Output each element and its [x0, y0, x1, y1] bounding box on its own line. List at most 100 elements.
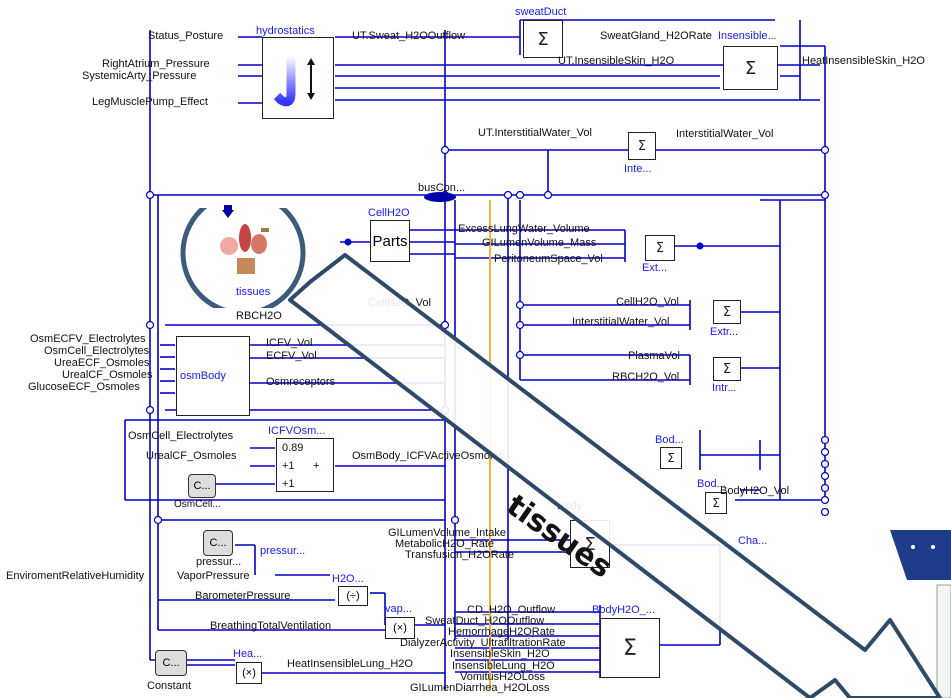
label-hemorrhage: HemorrhageH2ORate	[448, 626, 555, 638]
label-barometer: BarometerPressure	[195, 590, 291, 602]
label-cellh2o-vol2: CellH2O_Vol	[616, 296, 679, 308]
extr-sum-block[interactable]: Σ	[713, 300, 741, 324]
label-ut-sweat: UT.Sweat_H2OOutflow	[352, 30, 466, 42]
label-gilumen-intake: GILumenVolume_Intake	[388, 527, 507, 539]
label-osmbody-icfv: OsmBody_ICFVActiveOsmoles	[352, 450, 505, 462]
label-leg-muscle: LegMusclePump_Effect	[92, 96, 208, 108]
label-systemic-arty: SystemicArty_Pressure	[82, 70, 197, 82]
parts-block[interactable]: Parts	[370, 220, 410, 262]
bodyh2o-title: BodyH2O_...	[592, 604, 655, 616]
hydrostatics-title: hydrostatics	[256, 25, 315, 37]
bod2-sum-block[interactable]: Σ	[705, 492, 727, 514]
label-status-posture: Status_Posture	[148, 30, 224, 42]
label-urea-ecf: UreaECF_Osmoles	[54, 357, 150, 369]
label-ut-interstitial: UT.InterstitialWater_Vol	[478, 127, 592, 139]
label-osmcell-short: OsmCell...	[174, 499, 221, 510]
vap-block[interactable]: (×)	[385, 617, 415, 639]
cha-title: Cha...	[738, 535, 768, 547]
label-transf: Transfusion_H2ORate	[405, 549, 515, 561]
label-osmreceptors: Osmreceptors	[266, 376, 336, 388]
h2o-block[interactable]: (÷)	[338, 586, 368, 606]
label-rbch2o-vol: RBCH2O_Vol	[612, 371, 680, 383]
label-interstitial2: InterstitialWater_Vol	[572, 316, 670, 328]
constant-block-3[interactable]: C...	[155, 650, 187, 676]
bod1-sum-block[interactable]: Σ	[660, 447, 682, 469]
label-osm-cell: OsmCell_Electrolytes	[44, 345, 150, 357]
label-icfv-vol: ICFV_Vol	[266, 337, 313, 349]
constant-block-2[interactable]: C...	[203, 530, 233, 556]
label-dialyzer: DialyzerActivity_UltrafiltrationRate	[400, 637, 566, 649]
bod1-title: Bod...	[655, 434, 684, 446]
icfvosm-title: ICFVOsm...	[268, 425, 326, 437]
label-sweatduct-out: SweatDuct_H2OOutflow	[425, 615, 545, 627]
sweatduct-sum-block[interactable]: Σ	[523, 20, 563, 58]
label-ecfv-vol: ECFV_Vol	[266, 350, 317, 362]
label-gilumen-diarrhea: GILumenDiarrhea_H2OLoss	[410, 682, 550, 694]
label-plus1: +1	[282, 460, 295, 472]
label-urea-icf2: UrealCF_Osmoles	[146, 450, 237, 462]
label-heat-lung: HeatInsensibleLung_H2O	[287, 658, 413, 670]
vap-title: vap...	[385, 603, 412, 615]
label-metab: MetabolicH2O_Rate	[395, 538, 495, 550]
label-constant: Constant	[147, 680, 192, 692]
pressur-label: pressur...	[196, 556, 242, 568]
label-vomitus: VomitusH2OLoss	[460, 671, 545, 683]
label-gilumen: GILumenVolume_Mass	[482, 237, 597, 249]
label-gain: 0.89	[282, 442, 304, 454]
label-ut-insensible: UT.InsensibleSkin_H2O	[558, 55, 675, 67]
label-sweatgland: SweatGland_H2ORate	[600, 30, 712, 42]
cellh2o-title: CellH2O	[368, 207, 410, 219]
sweatduct-title: sweatDuct	[515, 6, 567, 18]
outflow-sum-block[interactable]: Σ	[600, 618, 660, 678]
label-vapor-pressure: VaporPressure	[177, 570, 250, 582]
label-right-atrium: RightAtrium_Pressure	[102, 58, 210, 70]
buscon-title: busCon...	[418, 182, 466, 194]
label-plus2: +1	[282, 478, 295, 490]
insensible-sum-block[interactable]: Σ	[723, 46, 778, 90]
label-glucose-ecf: GlucoseECF_Osmoles	[28, 381, 140, 393]
extr-title: Extr...	[710, 326, 739, 338]
icfvosm-block[interactable]	[276, 438, 334, 492]
label-insensible-lung2: InsensibleLung_H2O	[452, 660, 555, 672]
label-envir-humidity: EnviromentRelativeHumidity	[6, 570, 145, 582]
pressur-title: pressur...	[260, 545, 306, 557]
label-interstitial-vol: InterstitialWater_Vol	[676, 128, 774, 140]
label-plus-sign: +	[313, 460, 320, 472]
osmbody-block[interactable]	[176, 336, 250, 416]
insensible-title: Insensible...	[718, 30, 777, 42]
ext-sum-block[interactable]: Σ	[645, 235, 675, 261]
constant-1-label: C...	[193, 480, 211, 492]
inte-sum-block[interactable]: Σ	[628, 132, 656, 160]
label-osm-ecfv: OsmECFV_Electrolytes	[30, 333, 146, 345]
partial-edge-icon	[890, 530, 951, 698]
tissues-small-label: tissues	[236, 286, 271, 298]
intr-sum-block[interactable]: Σ	[713, 357, 741, 381]
hea-block[interactable]: (×)	[236, 662, 262, 684]
label-insensible-skin2: InsensibleSkin_H2O	[450, 648, 550, 660]
label-plasma-vol: PlasmaVol	[628, 350, 680, 362]
hydrostatics-icon	[273, 56, 315, 107]
inte-title: Inte...	[624, 163, 652, 175]
label-rbch2o: RBCH2O	[236, 310, 282, 322]
label-urea-icf: UrealCF_Osmoles	[62, 369, 153, 381]
hea-title: Hea...	[233, 648, 263, 660]
label-heat-insensible-skin: HeatInsensibleSkin_H2O	[802, 55, 925, 67]
label-cd-h2o: CD_H2O_Outflow	[467, 604, 556, 616]
intr-title: Intr...	[712, 382, 737, 394]
label-breathing: BreathingTotalVentilation	[210, 620, 332, 632]
osmbody-title: osmBody	[180, 370, 226, 382]
ext-title: Ext...	[642, 262, 668, 274]
constant-3-label: C...	[162, 657, 180, 669]
label-bodyh2o-vol: BodyH2O_Vol	[720, 485, 790, 497]
hydrostatics-block[interactable]	[262, 37, 334, 119]
tissues-icon	[180, 208, 306, 308]
h2o-title: H2O...	[332, 573, 364, 585]
label-excess-lung: ExcessLungWater_Volume	[458, 223, 590, 235]
bod2-title: Bod...	[697, 478, 726, 490]
parts-label: Parts	[372, 232, 408, 250]
constant-2-label: C...	[209, 537, 227, 549]
label-osmcell2: OsmCell_Electrolytes	[128, 430, 234, 442]
label-peritoneum: PeritoneumSpace_Vol	[494, 253, 603, 265]
constant-block-1[interactable]: C...	[188, 474, 216, 498]
